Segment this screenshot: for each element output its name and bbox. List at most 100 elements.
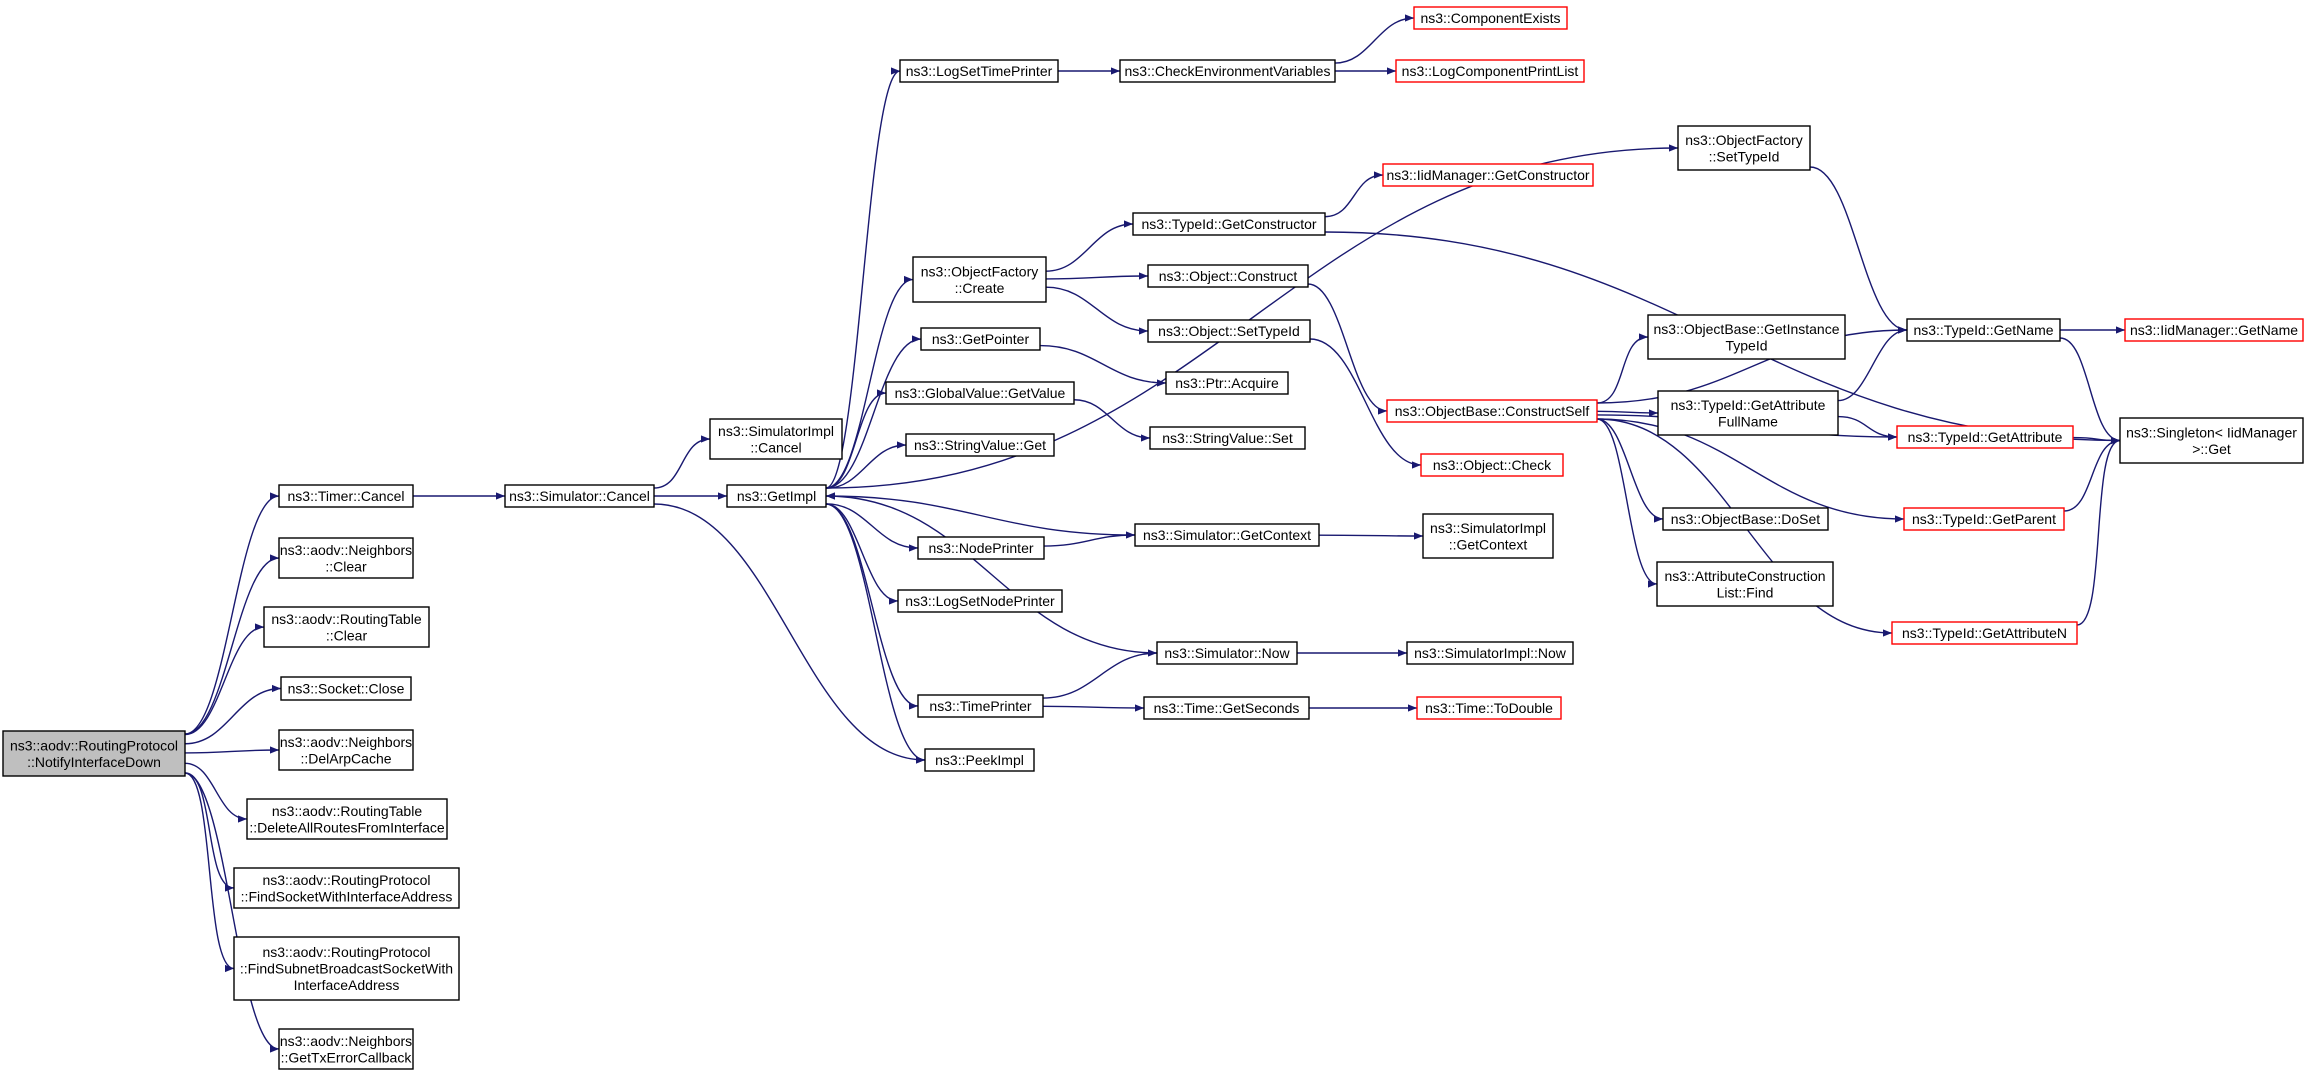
node-ptr-acquire[interactable]: ns3::Ptr::Acquire xyxy=(1165,371,1289,395)
edge-of-create-to-obj-settypeid xyxy=(1045,286,1149,335)
edge-sim-cancel-to-peekimpl xyxy=(653,503,926,764)
node-label: ns3::ObjectFactory xyxy=(1685,132,1803,148)
node-timer-cancel[interactable]: ns3::Timer::Cancel xyxy=(278,484,414,508)
node-simimpl-getcontext[interactable]: ns3::SimulatorImpl::GetContext xyxy=(1422,513,1554,559)
node-getpointer[interactable]: ns3::GetPointer xyxy=(920,327,1041,351)
node-rt-deleteall[interactable]: ns3::aodv::RoutingTable::DeleteAllRoutes… xyxy=(246,798,448,840)
node-label: ::FindSubnetBroadcastSocketWith xyxy=(240,961,453,977)
node-label: ::GetTxErrorCallback xyxy=(281,1049,413,1065)
node-simimpl-cancel[interactable]: ns3::SimulatorImpl::Cancel xyxy=(709,418,843,460)
node-box xyxy=(1386,399,1598,423)
edge-ob-constructself-to-tid-getattrfull xyxy=(1596,409,1659,417)
node-label: ns3::SimulatorImpl xyxy=(1430,520,1546,536)
edge-tid-getattrfull-to-tid-getattr xyxy=(1837,415,1898,441)
node-nb-gettx[interactable]: ns3::aodv::Neighbors::GetTxErrorCallback xyxy=(278,1028,414,1070)
node-obj-construct[interactable]: ns3::Object::Construct xyxy=(1147,264,1309,288)
node-logsettimeprinter[interactable]: ns3::LogSetTimePrinter xyxy=(899,59,1059,83)
node-sv-get[interactable]: ns3::StringValue::Get xyxy=(905,433,1055,457)
node-label: ns3::aodv::RoutingProtocol xyxy=(10,737,178,753)
edge-root-to-nb-gettx xyxy=(184,772,280,1053)
node-compexists[interactable]: ns3::ComponentExists xyxy=(1413,6,1568,30)
node-obj-settypeid[interactable]: ns3::Object::SetTypeId xyxy=(1147,319,1311,343)
node-box xyxy=(246,798,448,840)
edge-getimpl-to-logsetnodeprinter xyxy=(825,503,899,605)
node-iid-getctor[interactable]: ns3::IidManager::GetConstructor xyxy=(1382,163,1594,187)
node-tid-getattr[interactable]: ns3::TypeId::GetAttribute xyxy=(1896,425,2074,449)
node-box xyxy=(1406,641,1574,665)
node-ob-doset[interactable]: ns3::ObjectBase::DoSet xyxy=(1662,507,1829,531)
node-label: ns3::GetPointer xyxy=(932,331,1030,347)
node-of-create[interactable]: ns3::ObjectFactory::Create xyxy=(912,256,1047,303)
node-box xyxy=(1413,6,1568,30)
node-box xyxy=(1647,314,1846,360)
node-simimpl-now[interactable]: ns3::SimulatorImpl::Now xyxy=(1406,641,1574,665)
edge-checkenv-to-compexists xyxy=(1334,14,1415,64)
node-ob-constructself[interactable]: ns3::ObjectBase::ConstructSelf xyxy=(1386,399,1598,423)
node-label: ns3::Simulator::GetContext xyxy=(1143,527,1311,543)
node-time-todouble[interactable]: ns3::Time::ToDouble xyxy=(1416,696,1562,720)
node-label: ns3::ObjectBase::DoSet xyxy=(1671,511,1821,527)
node-label: >::Get xyxy=(2192,441,2231,457)
node-rp-findsubnet[interactable]: ns3::aodv::RoutingProtocol::FindSubnetBr… xyxy=(233,936,460,1001)
node-nb-delarp[interactable]: ns3::aodv::Neighbors::DelArpCache xyxy=(278,729,414,771)
edge-root-to-socket-close xyxy=(184,684,282,745)
node-nb-clear[interactable]: ns3::aodv::Neighbors::Clear xyxy=(278,537,414,579)
node-label: ::GetContext xyxy=(1449,536,1528,552)
edge-root-to-rt-deleteall xyxy=(184,762,248,823)
node-checkenv[interactable]: ns3::CheckEnvironmentVariables xyxy=(1119,59,1336,83)
node-sim-now[interactable]: ns3::Simulator::Now xyxy=(1156,641,1298,665)
node-tid-getattrn[interactable]: ns3::TypeId::GetAttributeN xyxy=(1891,621,2078,645)
node-box xyxy=(912,256,1047,303)
node-box xyxy=(917,694,1044,718)
node-root[interactable]: ns3::aodv::RoutingProtocol::NotifyInterf… xyxy=(2,730,186,777)
node-label: ns3::Object::SetTypeId xyxy=(1158,323,1300,339)
edge-getimpl-to-sv-get xyxy=(825,441,907,490)
node-getimpl[interactable]: ns3::GetImpl xyxy=(726,484,827,508)
edge-sim-getcontext-to-getimpl xyxy=(825,492,1136,536)
node-logcompprint[interactable]: ns3::LogComponentPrintList xyxy=(1395,59,1585,83)
node-box xyxy=(905,433,1055,457)
node-of-settypeid[interactable]: ns3::ObjectFactory::SetTypeId xyxy=(1677,125,1811,171)
node-sim-cancel[interactable]: ns3::Simulator::Cancel xyxy=(504,484,655,508)
node-peekimpl[interactable]: ns3::PeekImpl xyxy=(924,748,1035,772)
node-rp-findsocket[interactable]: ns3::aodv::RoutingProtocol::FindSocketWi… xyxy=(233,867,460,909)
node-label: ::Create xyxy=(955,280,1005,296)
node-singleton-get[interactable]: ns3::Singleton< IidManager >::Get xyxy=(2119,417,2304,464)
edge-ob-constructself-to-ob-getinstance xyxy=(1596,333,1649,404)
node-label: ns3::GlobalValue::GetValue xyxy=(895,385,1066,401)
node-iid-getname[interactable]: ns3::IidManager::GetName xyxy=(2124,318,2304,342)
node-label: ns3::TypeId::GetAttribute xyxy=(1908,429,2063,445)
node-box xyxy=(899,59,1059,83)
edge-getimpl-to-peekimpl xyxy=(825,503,926,764)
node-nodeprinter[interactable]: ns3::NodePrinter xyxy=(917,536,1045,560)
node-sv-set[interactable]: ns3::StringValue::Set xyxy=(1149,426,1306,450)
node-label: ns3::StringValue::Set xyxy=(1162,430,1293,446)
node-socket-close[interactable]: ns3::Socket::Close xyxy=(280,676,412,701)
node-timeprinter[interactable]: ns3::TimePrinter xyxy=(917,694,1044,718)
edge-ob-constructself-to-acl-find xyxy=(1596,418,1658,588)
node-obj-check[interactable]: ns3::Object::Check xyxy=(1420,453,1564,477)
node-label: ns3::SimulatorImpl xyxy=(718,423,834,439)
node-label: ::DelArpCache xyxy=(300,750,391,766)
node-tid-getctor[interactable]: ns3::TypeId::GetConstructor xyxy=(1132,212,1326,236)
node-rt-clear[interactable]: ns3::aodv::RoutingTable::Clear xyxy=(263,606,430,648)
node-box xyxy=(278,484,414,508)
node-gv-getvalue[interactable]: ns3::GlobalValue::GetValue xyxy=(885,381,1075,405)
node-label: ns3::ObjectBase::ConstructSelf xyxy=(1395,403,1590,419)
node-box xyxy=(1165,371,1289,395)
node-time-getseconds[interactable]: ns3::Time::GetSeconds xyxy=(1143,696,1310,720)
node-box xyxy=(1891,621,2078,645)
node-logsetnodeprinter[interactable]: ns3::LogSetNodePrinter xyxy=(897,589,1063,613)
edge-tid-getname-to-singleton-get xyxy=(2059,337,2121,445)
node-tid-getparent[interactable]: ns3::TypeId::GetParent xyxy=(1903,507,2065,531)
edge-getimpl-to-gv-getvalue xyxy=(825,389,887,489)
node-sim-getcontext[interactable]: ns3::Simulator::GetContext xyxy=(1134,523,1320,547)
edge-root-to-rt-clear xyxy=(184,623,265,736)
node-box xyxy=(233,936,460,1001)
edge-tid-getattrfull-to-tid-getname xyxy=(1837,326,1908,402)
node-tid-getname[interactable]: ns3::TypeId::GetName xyxy=(1906,318,2061,342)
node-box xyxy=(1132,212,1326,236)
